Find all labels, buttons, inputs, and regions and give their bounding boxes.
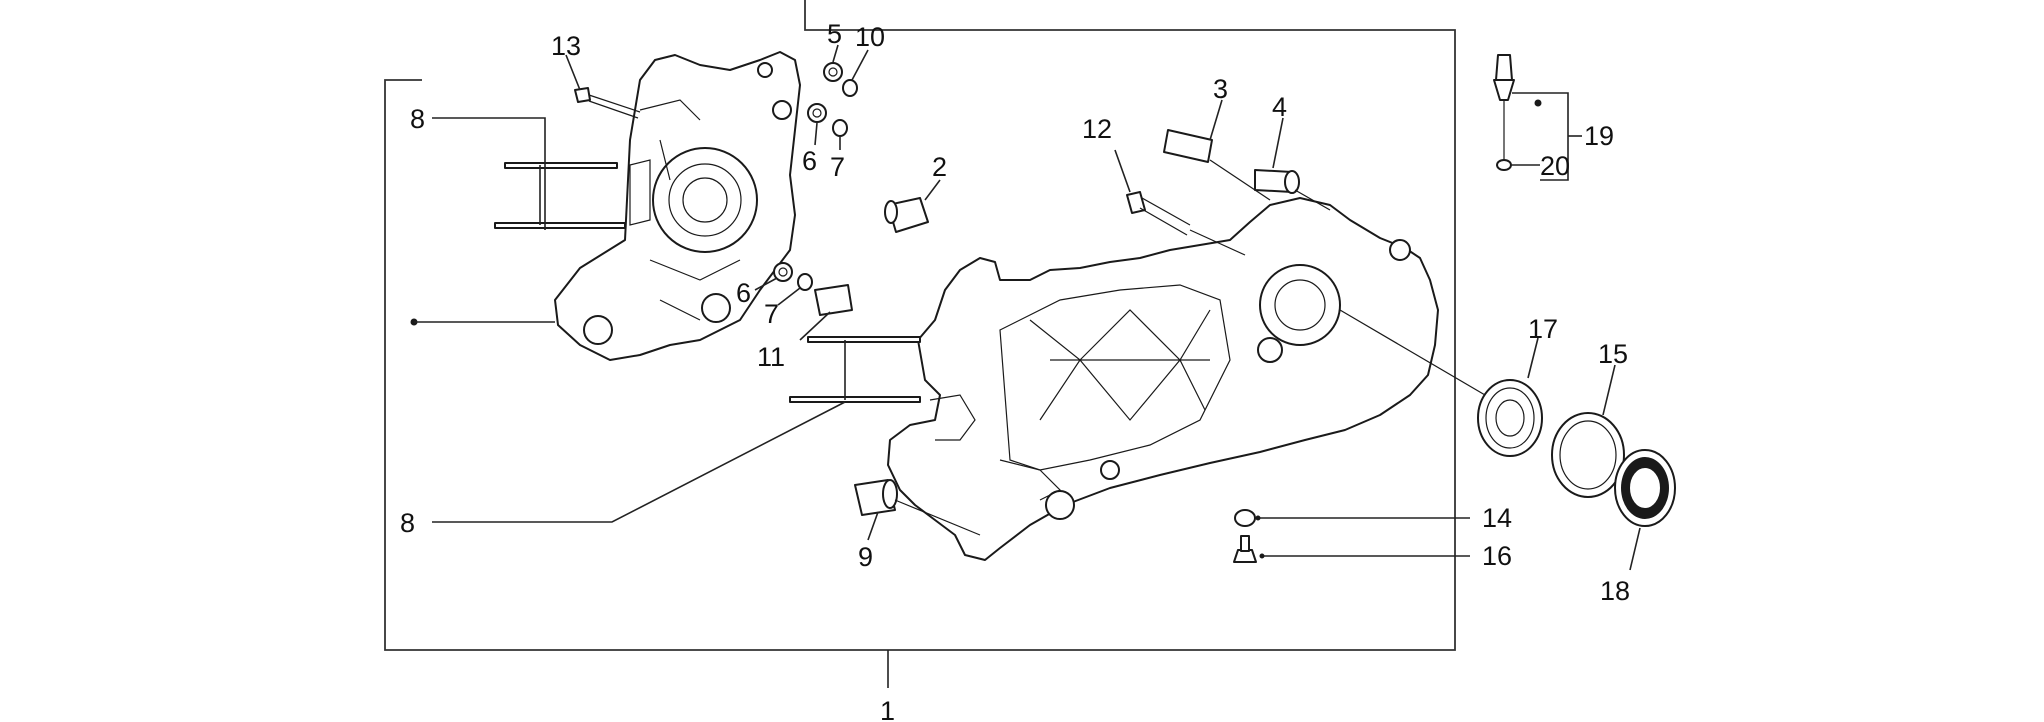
- label-8-lower: 8: [400, 508, 415, 538]
- label-12: 12: [1082, 114, 1112, 144]
- label-4: 4: [1272, 92, 1287, 122]
- assembly-frame: [384, 0, 1456, 688]
- label-17: 17: [1528, 314, 1558, 344]
- part-12-stud: [1114, 149, 1246, 256]
- label-6-lower: 6: [736, 278, 751, 308]
- part-4-bushing: [1254, 117, 1331, 211]
- parts-19-20-dipstick: [1493, 54, 1582, 181]
- label-10: 10: [855, 22, 885, 52]
- label-20: 20: [1540, 151, 1570, 181]
- right-crankcase-half: [887, 197, 1439, 561]
- left-crankcase-half: [554, 51, 801, 361]
- parts-5-10-6-7-upper: [807, 44, 869, 150]
- label-16: 16: [1482, 541, 1512, 571]
- part-18-oil-seal: [1614, 449, 1676, 571]
- label-11: 11: [757, 342, 785, 372]
- label-9: 9: [858, 542, 873, 572]
- part-labels: 1 2 3 4 5 6 6 7 7 8 8 9 10 11 12 13 14 1…: [400, 19, 1630, 722]
- label-5: 5: [827, 19, 842, 49]
- parts-14-16: [1233, 509, 1470, 563]
- part-3-pin: [1163, 99, 1271, 201]
- label-19: 19: [1584, 121, 1614, 151]
- label-13: 13: [551, 31, 581, 61]
- part-2-bushing: [884, 179, 941, 233]
- part-9-bushing: [854, 479, 981, 541]
- label-18: 18: [1600, 576, 1630, 606]
- parts-6-7-lower: [754, 262, 813, 306]
- part-11-dowel: [799, 284, 853, 341]
- label-8-upper: 8: [410, 104, 425, 134]
- label-7-lower: 7: [764, 299, 779, 329]
- label-1: 1: [880, 696, 895, 722]
- part-8-studs-lower: [432, 336, 921, 523]
- part-15-circlip: [1551, 364, 1625, 498]
- label-7-upper: 7: [830, 152, 845, 182]
- label-15: 15: [1598, 339, 1628, 369]
- label-3: 3: [1213, 74, 1228, 104]
- part-17-bearing: [1339, 309, 1543, 457]
- part-8-studs-upper: [432, 117, 626, 230]
- label-2: 2: [932, 152, 947, 182]
- label-6-upper: 6: [802, 146, 817, 176]
- label-14: 14: [1482, 503, 1512, 533]
- part-13-bolt: [565, 54, 641, 119]
